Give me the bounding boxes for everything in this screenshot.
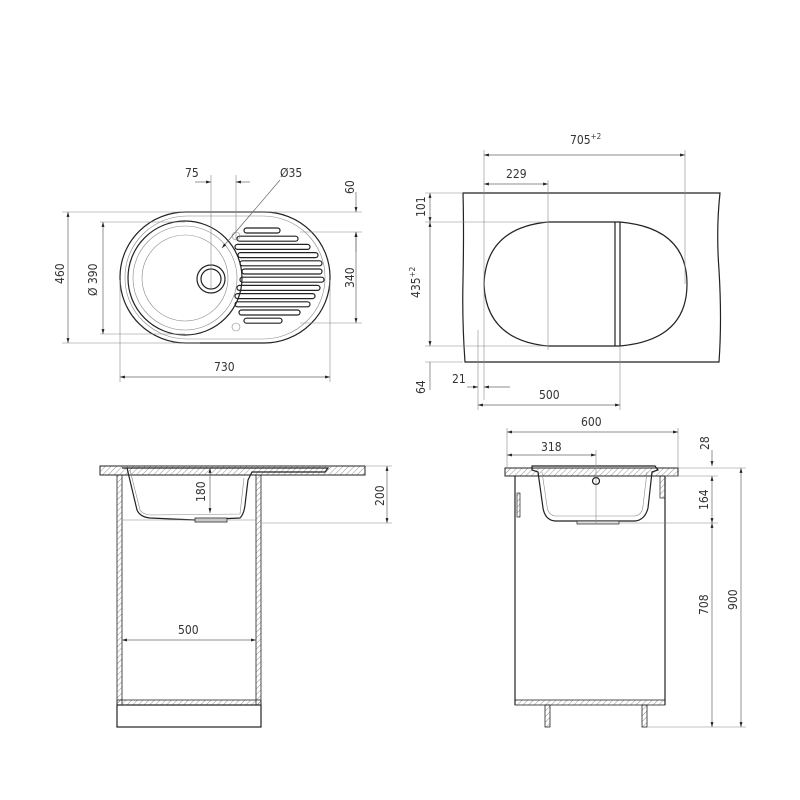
cabinet-left-wall (116, 474, 123, 706)
drainboard-rib (236, 284, 321, 291)
dim-200: 200 (373, 485, 387, 506)
dim-60: 60 (343, 180, 357, 194)
drainboard-rib (243, 317, 283, 324)
dim-75: 75 (185, 166, 199, 180)
bowl-profile-side (531, 465, 659, 522)
dim-500-cabinet: 500 (178, 623, 199, 637)
bowl (127, 220, 243, 336)
dim-bowl-diameter: Ø 390 (86, 263, 100, 296)
dim-101: 101 (414, 196, 428, 217)
dim-600: 600 (581, 415, 602, 429)
countertop-outline (462, 192, 722, 363)
dim-229: 229 (506, 167, 527, 181)
drainboard-rib (241, 268, 323, 275)
drainboard-rib (234, 293, 316, 300)
cabinet-right-wall (255, 474, 262, 706)
bowl-profile (122, 467, 330, 521)
side-section-view: 600 318 28 164 708 900 (504, 415, 746, 728)
countertop-section (99, 465, 366, 476)
leg-left (544, 704, 551, 728)
drainboard-ribs (234, 227, 325, 324)
cutout-outline (483, 221, 688, 347)
sink-top-view: 75 Ø35 460 Ø 390 60 340 730 (53, 166, 362, 382)
plinth (116, 704, 262, 728)
dim-730: 730 (214, 360, 235, 374)
dim-180: 180 (194, 481, 208, 502)
dim-28: 28 (698, 436, 712, 450)
dim-500-cutout: 500 (539, 388, 560, 402)
dim-318: 318 (541, 440, 562, 454)
dim-21: 21 (452, 372, 466, 386)
dim-900: 900 (726, 589, 740, 610)
dim-340: 340 (343, 267, 357, 288)
countertop-section-side (504, 467, 679, 477)
dim-drain-diameter: Ø35 (280, 166, 302, 180)
cabinet-bottom-side (514, 699, 666, 706)
drainboard-rib (234, 301, 311, 308)
drainboard-rib (239, 276, 325, 283)
dim-708: 708 (697, 594, 711, 615)
cabinet-bottom (116, 699, 262, 706)
countertop-cutout-view: 705+2 229 101 435+2 64 21 500 (408, 132, 722, 410)
front-section-view: 180 200 500 (99, 465, 392, 728)
drainboard-rib (239, 260, 323, 267)
drainboard-rib (234, 243, 311, 250)
drainboard-rib (238, 309, 301, 316)
leg-right (641, 704, 648, 728)
dim-705: 705+2 (570, 132, 601, 147)
drainboard-rib (236, 235, 299, 242)
dim-435: 435+2 (408, 267, 423, 298)
dim-164: 164 (697, 489, 711, 510)
dim-64: 64 (414, 380, 428, 394)
drainboard-rib (243, 227, 281, 234)
drainboard-rib (237, 252, 319, 259)
dim-460: 460 (53, 263, 67, 284)
